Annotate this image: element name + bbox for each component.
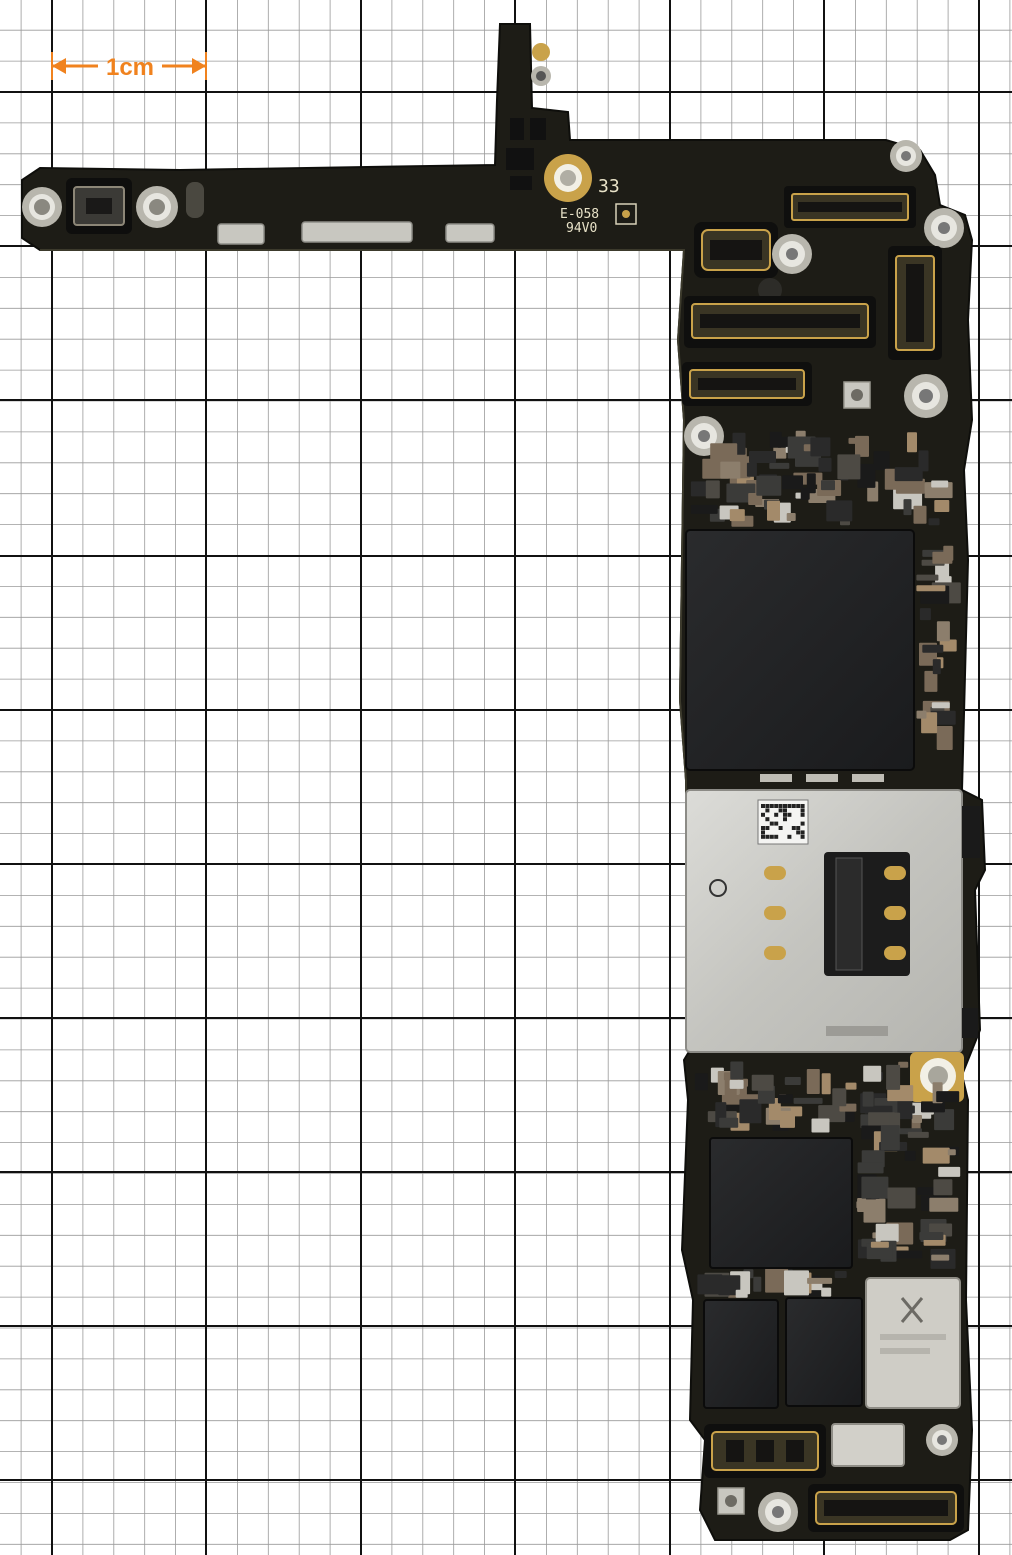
sim-contacts [764,866,906,960]
board-connector-vertical [888,246,942,360]
scale-label: 1cm [106,54,154,81]
screw-hole-right-2 [904,374,948,418]
board-connector-3 [684,296,876,348]
memory-chip [709,1137,853,1269]
slot-pad [186,182,204,218]
mounting-hole-left-2 [136,186,178,228]
bottom-connector-2 [808,1484,964,1532]
scale-bar: 1cm [51,52,207,81]
screw-hole-mid [772,234,812,274]
mounting-hole-left [22,187,62,227]
screw-hole-top-right [890,140,922,172]
smd-components-lower [694,1061,961,1298]
gold-screw-ring-lower [910,1052,964,1102]
silkscreen-rating: 94V0 [566,221,597,236]
screw-hole-right [924,208,964,248]
screw-hole-bottom [758,1492,798,1532]
logic-board: 33 E-058 94V0 [21,23,987,1541]
module-logo-icon [900,1297,924,1323]
sim-marker-icon [709,879,727,897]
scale-arrow-left-icon [52,58,66,74]
shield-can-small [831,1423,905,1467]
sim-tray-shield [685,789,980,1053]
camera-connector [66,178,132,234]
shield-clips-top [760,774,884,782]
screw-hole-bottom-right [926,1424,958,1456]
silkscreen-number: 33 [598,176,620,197]
gold-pad [532,43,550,61]
processor-chip [685,529,915,771]
qr-code [761,804,805,839]
bottom-connector-1 [704,1424,826,1478]
board-connector-4 [682,362,812,406]
smd-components-right [916,545,961,750]
top-tab-components [506,118,546,190]
spring-contacts [217,221,495,245]
smd-components-upper [690,430,953,527]
antenna-connector [843,381,871,409]
test-pad [615,203,637,225]
modem-chip-2 [785,1297,863,1407]
modem-chip-1 [703,1299,779,1409]
gold-screw-ring [544,154,592,202]
wifi-module [865,1277,961,1409]
board-connector-1 [784,186,916,228]
scale-arrow-right-icon [192,58,206,74]
silkscreen-code: E-058 [560,207,599,222]
board-connector-2 [694,222,778,278]
